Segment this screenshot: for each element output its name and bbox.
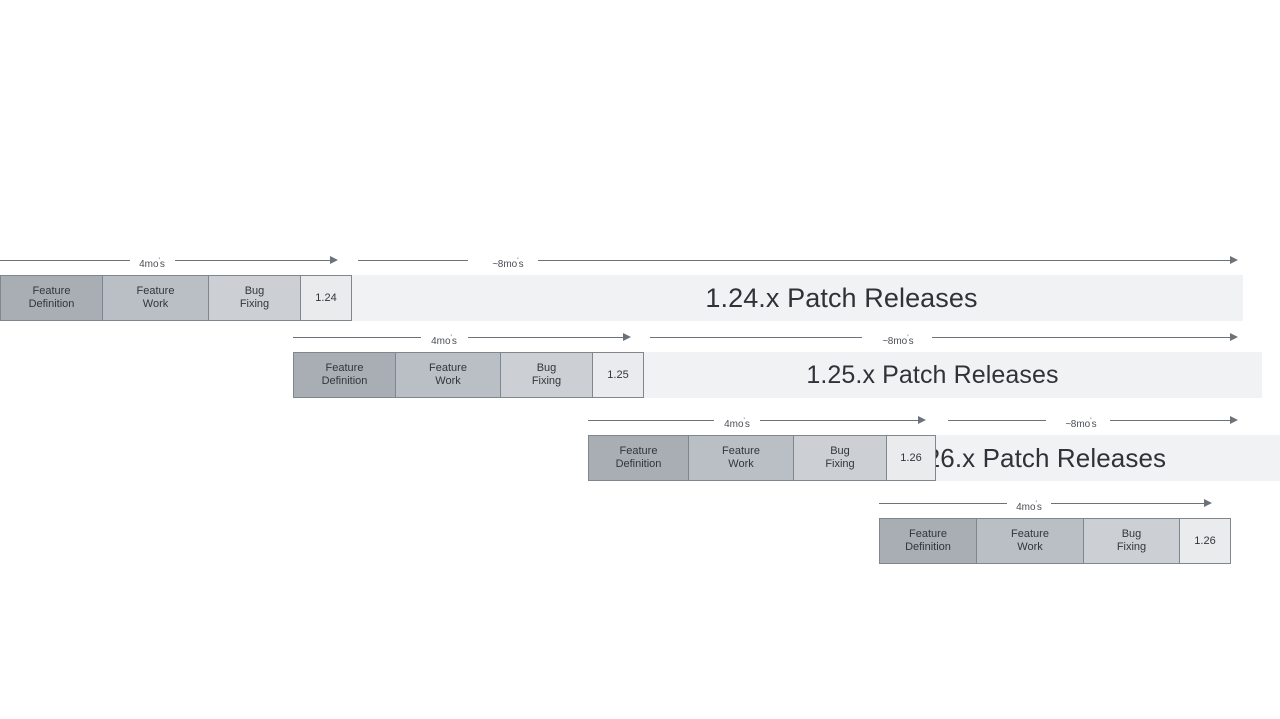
phase-label-line2: Definition (321, 375, 368, 387)
arrow-head-icon (623, 333, 631, 341)
arrow-head-icon (1204, 499, 1212, 507)
phase-label-line1: Feature (325, 362, 364, 374)
phase-box-feature-work: Feature Work (102, 275, 208, 321)
phase-label-line2: Fixing (239, 298, 270, 310)
phase-box-bug-fixing: Bug Fixing (500, 352, 592, 398)
duration-arrow-development-1-25: 4mo's (293, 329, 633, 351)
arrow-line (358, 260, 468, 261)
phase-box-bug-fixing: Bug Fixing (793, 435, 886, 481)
duration-arrow-label: ~8mo's (489, 258, 527, 271)
arrow-line (948, 420, 1046, 421)
arrow-line (1051, 503, 1204, 504)
phase-label-line1: Feature (909, 528, 947, 540)
version-label: 1.25 (607, 368, 629, 381)
duration-arrow-label: 4mo's (136, 258, 168, 271)
phase-box-version-marker: 1.24 (300, 275, 352, 321)
arrow-line (175, 260, 330, 261)
phase-label-line2: Fixing (531, 375, 562, 387)
version-label: 1.26 (900, 451, 922, 464)
phase-box-bug-fixing: Bug Fixing (208, 275, 300, 321)
phase-label-line1: Feature (429, 362, 467, 374)
phase-label-line2: Fixing (1116, 541, 1147, 553)
phase-label-line1: Bug (244, 285, 265, 297)
patch-release-banner-label: 1.25.x Patch Releases (806, 360, 1059, 389)
arrow-line (0, 260, 130, 261)
phase-label-line1: Feature (722, 445, 760, 457)
version-label: 1.24 (315, 291, 337, 304)
phase-box-feature-work: Feature Work (395, 352, 500, 398)
arrow-line (650, 337, 862, 338)
arrow-line (932, 337, 1232, 338)
arrow-head-icon (1230, 256, 1238, 264)
duration-arrow-patch-1-25: ~8mo's (650, 329, 1240, 351)
duration-arrow-patch-1-24: ~8mo's (358, 252, 1240, 274)
phase-box-version-marker: 1.25 (592, 352, 644, 398)
phase-box-feature-definition: Feature Definition (588, 435, 688, 481)
arrow-line (538, 260, 1232, 261)
arrow-line (1110, 420, 1232, 421)
arrow-line (293, 337, 421, 338)
phase-label-line2: Work (435, 375, 461, 387)
arrow-line (879, 503, 1007, 504)
arrow-line (468, 337, 623, 338)
phase-box-feature-definition: Feature Definition (293, 352, 395, 398)
phase-label-line1: Feature (1011, 528, 1049, 540)
phase-label-line2: Definition (28, 298, 75, 310)
phase-label-line1: Bug (536, 362, 557, 374)
arrow-head-icon (918, 416, 926, 424)
duration-arrow-label: 4mo's (428, 335, 460, 348)
phase-label-line2: Work (728, 458, 754, 470)
phase-label-line1: Feature (32, 285, 71, 297)
phase-box-feature-work: Feature Work (688, 435, 793, 481)
phase-box-feature-definition: Feature Definition (879, 518, 976, 564)
release-row-1-24: 1.24.x Patch Releases Feature Definition… (0, 256, 1280, 321)
duration-arrow-label: ~8mo's (1062, 418, 1100, 431)
phase-box-feature-definition: Feature Definition (0, 275, 102, 321)
phase-box-version-marker: 1.26 (1179, 518, 1231, 564)
phase-label-line1: Bug (1121, 528, 1142, 540)
phase-label-line2: Definition (615, 458, 662, 470)
phase-label-line1: Feature (136, 285, 175, 297)
duration-arrow-development-next: 4mo's (879, 495, 1214, 517)
arrow-head-icon (1230, 416, 1238, 424)
phase-track-next: Feature Definition Feature Work Bug Fixi… (879, 518, 1231, 564)
duration-arrow-label: 4mo's (1013, 501, 1045, 514)
patch-release-banner-label: 1.26.x Patch Releases (903, 442, 1167, 473)
phase-label-line2: Fixing (825, 458, 855, 470)
duration-arrow-patch-1-26: ~8mo's (948, 412, 1240, 434)
release-row-1-25: 1.25.x Patch Releases Feature Definition… (0, 333, 1280, 398)
patch-release-banner-label: 1.24.x Patch Releases (705, 282, 978, 313)
phase-label-line2: Definition (905, 541, 951, 553)
phase-box-feature-work: Feature Work (976, 518, 1083, 564)
phase-track-1-25: Feature Definition Feature Work Bug Fixi… (293, 352, 644, 398)
phase-track-1-26: Feature Definition Feature Work Bug Fixi… (588, 435, 936, 481)
duration-arrow-label: 4mo's (721, 418, 753, 431)
phase-label-line2: Work (1017, 541, 1043, 553)
phase-label-line1: Bug (830, 445, 850, 457)
release-row-next: Feature Definition Feature Work Bug Fixi… (0, 499, 1280, 564)
phase-label-line1: Feature (619, 445, 658, 457)
duration-arrow-label: ~8mo's (879, 335, 917, 348)
arrow-head-icon (1230, 333, 1238, 341)
arrow-line (588, 420, 714, 421)
release-row-1-26: 1.26.x Patch Releases Feature Definition… (0, 416, 1280, 481)
phase-track-1-24: Feature Definition Feature Work Bug Fixi… (0, 275, 352, 321)
phase-box-bug-fixing: Bug Fixing (1083, 518, 1179, 564)
duration-arrow-development-1-26: 4mo's (588, 412, 928, 434)
version-label: 1.26 (1194, 534, 1216, 547)
arrow-line (760, 420, 918, 421)
arrow-head-icon (330, 256, 338, 264)
phase-label-line2: Work (142, 298, 169, 310)
duration-arrow-development-1-24: 4mo's (0, 252, 340, 274)
phase-box-version-marker: 1.26 (886, 435, 936, 481)
